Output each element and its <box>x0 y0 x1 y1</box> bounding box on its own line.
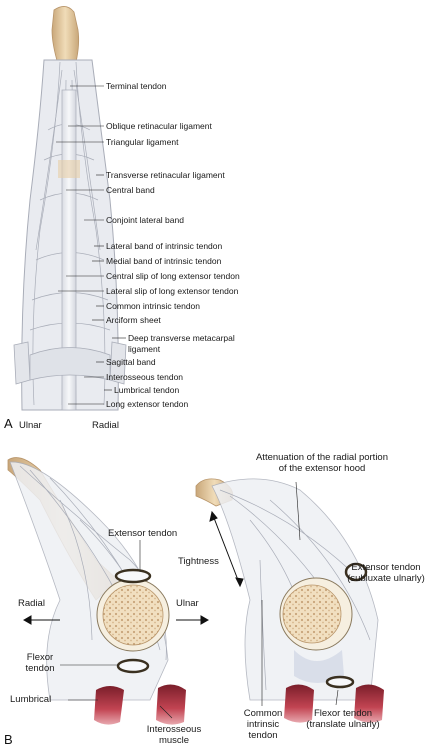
label-deep-transverse-metacarpal: Deep transverse metacarpal <box>128 333 235 343</box>
extensor-tendon-left <box>114 568 152 584</box>
label-lateral-slip: Lateral slip of long extensor tendon <box>106 286 239 296</box>
label-flexor-tendon-left-line2: tendon <box>25 663 55 674</box>
label-flexor-tendon-left-line1: Flexor <box>26 652 54 663</box>
label-ulnar-b: Ulnar <box>176 598 199 609</box>
panel-b-right-leaders <box>261 481 373 706</box>
panel-b-left-leaders <box>60 540 173 719</box>
label-interosseous-muscle: Interosseous muscle <box>136 724 212 746</box>
panel-b-left-cross-section <box>7 457 186 725</box>
label-flexor-right-line2: (translate ulnarly) <box>306 719 380 730</box>
label-lumbrical: Lumbrical <box>10 694 52 705</box>
lumbrical-muscle <box>94 686 124 725</box>
distal-phalanx <box>51 6 80 65</box>
interosseous-muscle-right-a <box>284 684 314 723</box>
label-interosseous-line1: Interosseous <box>146 724 202 735</box>
label-ligament: ligament <box>128 344 161 354</box>
label-flexor-right-line1: Flexor tendon <box>313 708 373 719</box>
radial-ulnar-arrows <box>22 615 210 625</box>
label-arciform-sheet: Arciform sheet <box>106 315 161 325</box>
panel-a-leaders <box>56 85 126 405</box>
label-ulnar-a: Ulnar <box>19 420 42 431</box>
label-terminal-tendon: Terminal tendon <box>106 81 167 91</box>
panel-a-letter: A <box>4 416 13 431</box>
interosseous-muscle-left <box>156 684 186 725</box>
label-medial-band-intrinsic: Medial band of intrinsic tendon <box>106 256 222 266</box>
label-central-band: Central band <box>106 185 155 195</box>
label-common-line1: Common <box>243 708 283 719</box>
label-attenuation-line2: of the extensor hood <box>278 463 366 474</box>
label-common-intrinsic-tendon-right: Common intrinsic tendon <box>236 708 290 741</box>
interosseous-muscle-right-b <box>354 684 384 723</box>
label-radial-b: Radial <box>18 598 45 609</box>
label-attenuation-line1: Attenuation of the radial portion <box>255 452 389 463</box>
label-long-extensor-tendon: Long extensor tendon <box>106 399 189 409</box>
label-interosseous-tendon: Interosseous tendon <box>106 372 184 382</box>
label-flexor-tendon-right: Flexor tendon (translate ulnarly) <box>290 708 396 730</box>
label-extensor-tendon-left: Extensor tendon <box>108 528 178 539</box>
panel-b-right-cross-section <box>195 478 384 723</box>
panel-b-letter: B <box>4 732 13 747</box>
flexor-tendon-left <box>116 658 150 674</box>
tightness-arrow <box>209 510 244 588</box>
label-radial-a: Radial <box>92 420 119 431</box>
label-tightness: Tightness <box>178 556 219 567</box>
label-extensor-right-line1: Extensor tendon <box>351 562 421 573</box>
label-oblique-retinacular-ligament: Oblique retinacular ligament <box>106 121 212 131</box>
label-common-line2: intrinsic <box>246 719 280 730</box>
flexor-tendon-right <box>325 675 355 689</box>
panel-a-finger <box>13 6 127 411</box>
label-common-intrinsic-tendon: Common intrinsic tendon <box>106 301 201 311</box>
label-transverse-retinacular-ligament: Transverse retinacular ligament <box>106 170 225 180</box>
extensor-tendon-right <box>344 562 368 582</box>
label-attenuation: Attenuation of the radial portion of the… <box>222 452 422 474</box>
label-extensor-tendon-right: Extensor tendon (subluxate ulnarly) <box>336 562 436 584</box>
label-sagittal-band: Sagittal band <box>106 357 156 367</box>
label-flexor-tendon-left: Flexor tendon <box>20 652 60 674</box>
label-lateral-band-intrinsic: Lateral band of intrinsic tendon <box>106 241 223 251</box>
label-conjoint-lateral-band: Conjoint lateral band <box>106 215 184 225</box>
label-triangular-ligament: Triangular ligament <box>106 137 179 147</box>
label-central-slip: Central slip of long extensor tendon <box>106 271 240 281</box>
label-lumbrical-tendon: Lumbrical tendon <box>114 385 180 395</box>
label-interosseous-line2: muscle <box>158 735 190 746</box>
label-common-line3: tendon <box>248 730 278 741</box>
label-extensor-right-line2: (subluxate ulnarly) <box>347 573 425 584</box>
